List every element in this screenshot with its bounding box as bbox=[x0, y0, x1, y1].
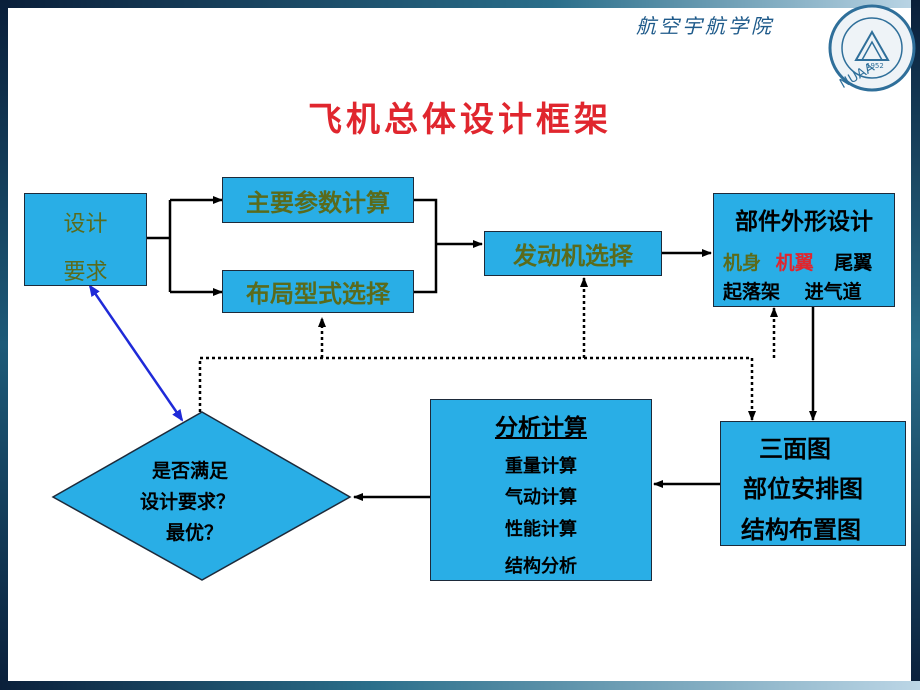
component-design-box: 部件外形设计 机身 机翼 尾翼 起落架 进气道 bbox=[713, 193, 895, 307]
component-tail: 尾翼 bbox=[834, 252, 873, 274]
dotted-feedback-main bbox=[198, 356, 752, 412]
analysis-heading: 分析计算 bbox=[495, 415, 587, 441]
bottom-border bbox=[0, 681, 920, 690]
decision-line3: 最优？ bbox=[166, 522, 224, 544]
feedback-double-arrow bbox=[88, 284, 184, 422]
drawings-line2: 部位安排图 bbox=[743, 475, 863, 503]
drawings-line1: 三面图 bbox=[759, 435, 831, 463]
decision-line2: 设计要求？ bbox=[140, 491, 236, 513]
main-params-label: 主要参数计算 bbox=[246, 188, 390, 217]
component-row1: 机身 机翼 尾翼 bbox=[723, 248, 872, 275]
component-row2: 起落架 进气道 bbox=[723, 277, 862, 304]
component-wing: 机翼 bbox=[775, 252, 814, 274]
seal-year: 1952 bbox=[866, 62, 884, 70]
analysis-item: 重量计算 bbox=[505, 456, 577, 477]
analysis-item: 气动计算 bbox=[505, 487, 577, 508]
drawings-line3: 结构布置图 bbox=[741, 516, 861, 544]
analysis-item: 性能计算 bbox=[505, 519, 577, 540]
drawings-box: 三面图 部位安排图 结构布置图 bbox=[720, 421, 906, 546]
component-heading: 部件外形设计 bbox=[735, 209, 873, 235]
component-inlet: 进气道 bbox=[804, 281, 862, 303]
component-fuselage: 机身 bbox=[723, 252, 762, 274]
line-merge bbox=[414, 198, 438, 294]
decision-line1: 是否满足 bbox=[152, 460, 229, 482]
analysis-box: 分析计算 重量计算 气动计算 性能计算 结构分析 bbox=[430, 399, 652, 581]
component-landing-gear: 起落架 bbox=[723, 281, 781, 303]
design-requirement-box: 设计 要求 bbox=[24, 193, 147, 286]
design-req-line1: 设计 bbox=[63, 212, 108, 237]
right-border bbox=[911, 0, 920, 690]
analysis-item: 结构分析 bbox=[505, 556, 577, 577]
school-name: 航空宇航学院 bbox=[636, 14, 774, 38]
layout-select-label: 布局型式选择 bbox=[246, 280, 390, 308]
engine-select-label: 发动机选择 bbox=[513, 242, 633, 270]
top-border bbox=[0, 0, 920, 8]
engine-selection-box: 发动机选择 bbox=[484, 231, 662, 276]
diagram-title: 飞机总体设计框架 bbox=[308, 100, 612, 140]
design-req-line2: 要求 bbox=[63, 260, 108, 285]
decision-diamond bbox=[51, 411, 352, 581]
main-parameters-box: 主要参数计算 bbox=[222, 177, 414, 223]
layout-selection-box: 布局型式选择 bbox=[222, 270, 414, 313]
left-border bbox=[0, 0, 8, 690]
university-seal-icon: 1952 NUAA bbox=[828, 4, 916, 92]
